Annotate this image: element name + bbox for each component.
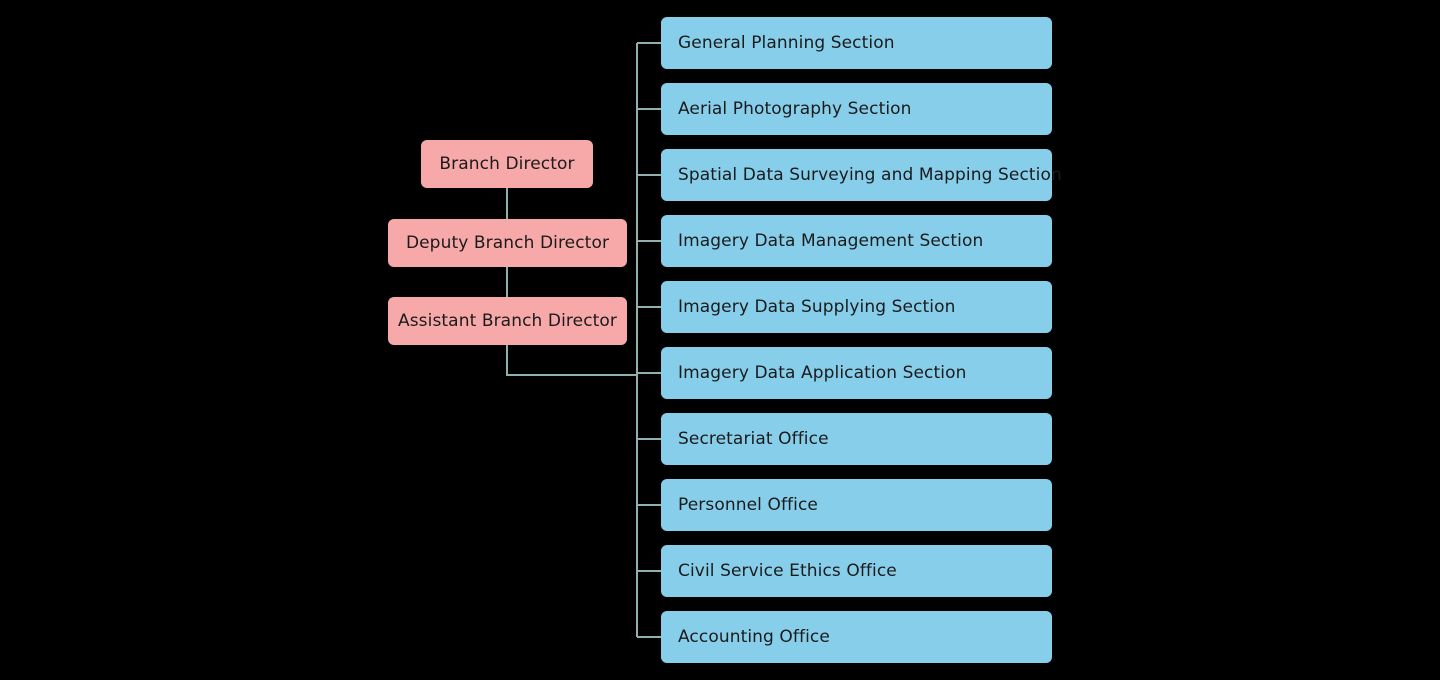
- executive-spine-connector: [506, 188, 637, 376]
- org-node-label: Imagery Data Supplying Section: [678, 296, 956, 317]
- org-node-label: Branch Director: [439, 153, 575, 174]
- org-node-label: Civil Service Ethics Office: [678, 560, 897, 581]
- org-node-label: Spatial Data Surveying and Mapping Secti…: [678, 164, 1062, 185]
- org-node-label: Assistant Branch Director: [397, 310, 617, 331]
- org-node-personnel-office[interactable]: Personnel Office: [661, 479, 1052, 531]
- org-node-imagery-data-supplying[interactable]: Imagery Data Supplying Section: [661, 281, 1052, 333]
- org-node-label: Deputy Branch Director: [405, 232, 610, 253]
- org-node-label: Imagery Data Application Section: [678, 362, 967, 383]
- org-node-deputy-branch-director[interactable]: Deputy Branch Director: [388, 219, 627, 267]
- org-node-label: Secretariat Office: [678, 428, 829, 449]
- org-node-label: Accounting Office: [678, 626, 830, 647]
- org-node-secretariat-office[interactable]: Secretariat Office: [661, 413, 1052, 465]
- org-node-label: Personnel Office: [678, 494, 818, 515]
- org-node-assistant-branch-director[interactable]: Assistant Branch Director: [388, 297, 627, 345]
- org-node-spatial-data-surveying[interactable]: Spatial Data Surveying and Mapping Secti…: [661, 149, 1062, 201]
- org-node-branch-director[interactable]: Branch Director: [421, 140, 593, 188]
- org-node-label: Imagery Data Management Section: [678, 230, 984, 251]
- org-node-imagery-data-application[interactable]: Imagery Data Application Section: [661, 347, 1052, 399]
- org-node-imagery-data-management[interactable]: Imagery Data Management Section: [661, 215, 1052, 267]
- org-node-civil-service-ethics[interactable]: Civil Service Ethics Office: [661, 545, 1052, 597]
- org-node-aerial-photography[interactable]: Aerial Photography Section: [661, 83, 1052, 135]
- org-node-general-planning[interactable]: General Planning Section: [661, 17, 1052, 69]
- org-node-label: General Planning Section: [678, 32, 895, 53]
- org-node-label: Aerial Photography Section: [678, 98, 912, 119]
- org-node-accounting-office[interactable]: Accounting Office: [661, 611, 1052, 663]
